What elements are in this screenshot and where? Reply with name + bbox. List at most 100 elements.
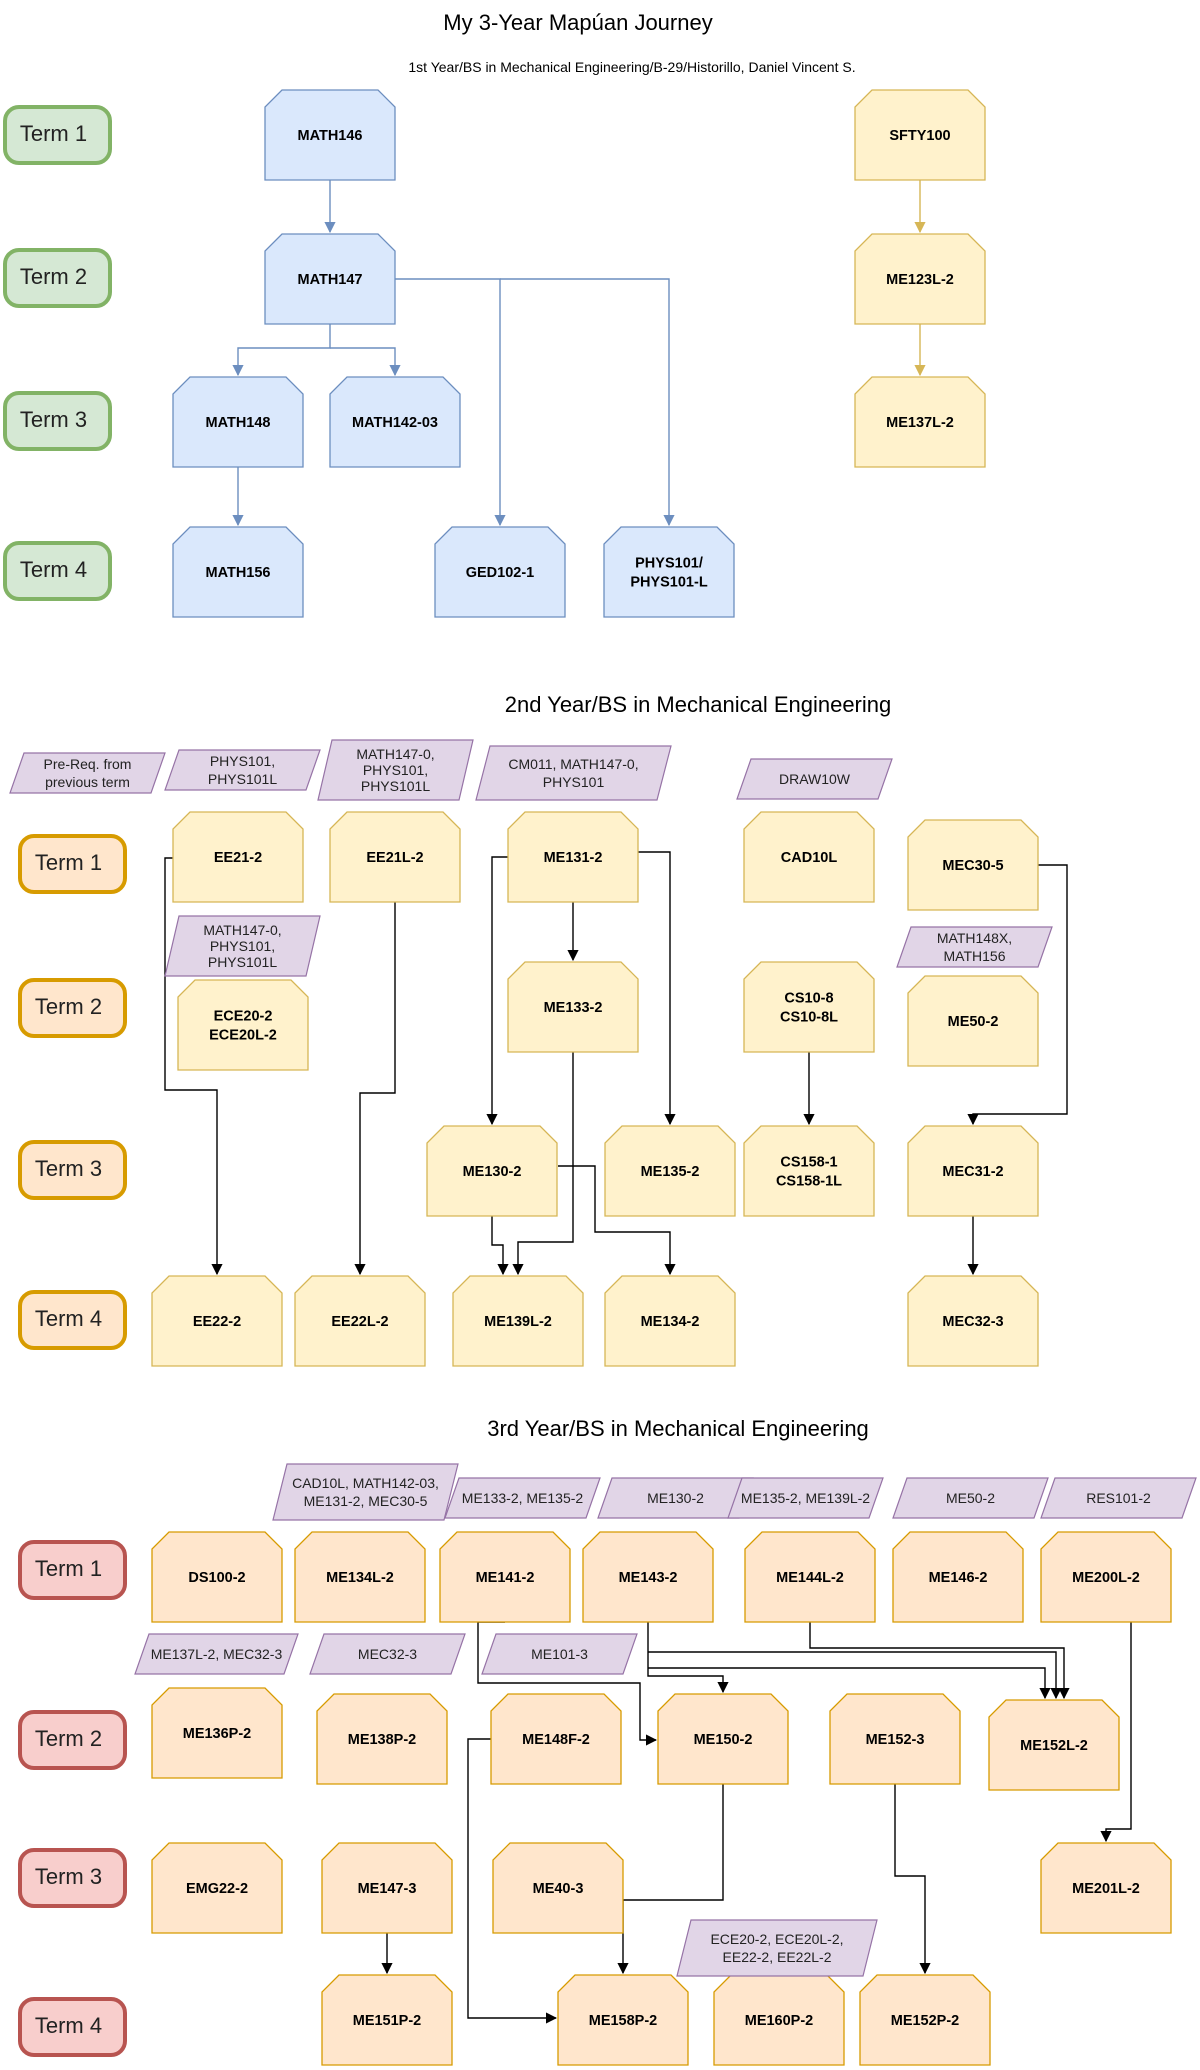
course-node-ged102-1[interactable]: GED102-1 — [434, 526, 566, 618]
prereq-note: PHYS101,PHYS101L — [164, 749, 321, 791]
course-node-ee21-2[interactable]: EE21-2 — [172, 811, 304, 903]
prereq-note: ME130-2 — [597, 1477, 754, 1519]
course-box — [603, 526, 735, 618]
note-label: MATH148X,MATH156 — [937, 930, 1012, 964]
note-shape — [164, 915, 321, 977]
course-box — [151, 1842, 283, 1934]
course-box — [490, 1693, 622, 1785]
note-label: ME130-2 — [647, 1490, 704, 1506]
course-node-me123l-2[interactable]: ME123L-2 — [854, 233, 986, 325]
course-label: ME139L-2 — [484, 1314, 552, 1330]
course-node-ee22-2[interactable]: EE22-2 — [151, 1275, 283, 1367]
course-node-me201l-2[interactable]: ME201L-2 — [1040, 1842, 1172, 1934]
course-node-math142-03[interactable]: MATH142-03 — [329, 376, 461, 468]
course-label: ME133-2 — [544, 1000, 603, 1016]
course-node-me200l-2[interactable]: ME200L-2 — [1040, 1531, 1172, 1623]
term-pill — [18, 1540, 127, 1600]
course-node-math146[interactable]: MATH146 — [264, 89, 396, 181]
course-box — [294, 1531, 426, 1623]
course-node-ds100-2[interactable]: DS100-2 — [151, 1531, 283, 1623]
course-node-math156[interactable]: MATH156 — [172, 526, 304, 618]
course-node-me148f-2[interactable]: ME148F-2 — [490, 1693, 622, 1785]
course-box — [582, 1531, 714, 1623]
course-label: ME152L-2 — [1020, 1738, 1088, 1754]
course-node-me137l-2[interactable]: ME137L-2 — [854, 376, 986, 468]
course-node-me40-3[interactable]: ME40-3 — [492, 1842, 624, 1934]
course-node-me136p-2[interactable]: ME136P-2 — [151, 1687, 283, 1779]
course-node-math147[interactable]: MATH147 — [264, 233, 396, 325]
prereq-arrow — [486, 856, 508, 1126]
course-node-me134l-2[interactable]: ME134L-2 — [294, 1531, 426, 1623]
course-node-mec32-3[interactable]: MEC32-3 — [907, 1275, 1039, 1367]
prereq-arrow — [648, 1651, 1062, 1700]
course-label: ME135-2 — [641, 1164, 700, 1180]
prereq-arrow — [354, 902, 396, 1276]
prereq-note: ME101-3 — [481, 1633, 638, 1675]
course-label: MEC30-5 — [942, 858, 1003, 874]
course-node-ee22l-2[interactable]: EE22L-2 — [294, 1275, 426, 1367]
note-label: PHYS101,PHYS101L — [208, 753, 277, 787]
course-node-math148[interactable]: MATH148 — [172, 376, 304, 468]
section-heading-year1: 1st Year/BS in Mechanical Engineering/B-… — [408, 59, 855, 75]
course-node-mec31-2[interactable]: MEC31-2 — [907, 1125, 1039, 1217]
course-label: ME138P-2 — [348, 1732, 417, 1748]
course-node-phys101-phys101-l[interactable]: PHYS101/PHYS101-L — [603, 526, 735, 618]
course-node-me160p-2[interactable]: ME160P-2 — [713, 1974, 845, 2066]
term-label-term-3: Term 3 — [18, 1140, 127, 1200]
course-node-me144l-2[interactable]: ME144L-2 — [744, 1531, 876, 1623]
course-node-me50-2[interactable]: ME50-2 — [907, 975, 1039, 1067]
term-label-term-4: Term 4 — [3, 541, 112, 601]
note-shape — [896, 926, 1053, 968]
course-node-me152-3[interactable]: ME152-3 — [829, 1693, 961, 1785]
term-label-term-3: Term 3 — [18, 1848, 127, 1908]
course-node-me147-3[interactable]: ME147-3 — [321, 1842, 453, 1934]
course-node-me135-2[interactable]: ME135-2 — [604, 1125, 736, 1217]
course-label: GED102-1 — [466, 565, 535, 581]
course-node-me138p-2[interactable]: ME138P-2 — [316, 1693, 448, 1785]
course-box — [507, 961, 639, 1053]
course-node-me133-2[interactable]: ME133-2 — [507, 961, 639, 1053]
connector-layer — [164, 180, 1132, 2024]
course-label: ME158P-2 — [589, 2013, 658, 2029]
course-node-me151p-2[interactable]: ME151P-2 — [321, 1974, 453, 2066]
course-node-me143-2[interactable]: ME143-2 — [582, 1531, 714, 1623]
course-node-me150-2[interactable]: ME150-2 — [657, 1693, 789, 1785]
course-node-emg22-2[interactable]: EMG22-2 — [151, 1842, 283, 1934]
course-node-me146-2[interactable]: ME146-2 — [892, 1531, 1024, 1623]
course-node-me131-2[interactable]: ME131-2 — [507, 811, 639, 903]
course-node-sfty100[interactable]: SFTY100 — [854, 89, 986, 181]
prereq-note: MATH148X,MATH156 — [896, 926, 1053, 968]
course-label: ME141-2 — [476, 1570, 535, 1586]
term-label-term-4: Term 4 — [18, 1997, 127, 2057]
course-node-me152l-2[interactable]: ME152L-2 — [988, 1699, 1120, 1791]
note-shape — [9, 752, 166, 794]
course-node-me134-2[interactable]: ME134-2 — [604, 1275, 736, 1367]
prereq-arrow — [491, 1216, 509, 1276]
note-label: MATH147-0,PHYS101,PHYS101L — [203, 922, 281, 970]
course-label: MATH156 — [206, 565, 271, 581]
prereq-arrow — [647, 1622, 729, 1694]
course-node-ee21l-2[interactable]: EE21L-2 — [329, 811, 461, 903]
course-node-me130-2[interactable]: ME130-2 — [426, 1125, 558, 1217]
term-pill — [3, 541, 112, 601]
term-text: Term 4 — [35, 2013, 102, 2038]
course-node-me141-2[interactable]: ME141-2 — [439, 1531, 571, 1623]
note-label: MATH147-0,PHYS101,PHYS101L — [356, 746, 434, 794]
course-node-me152p-2[interactable]: ME152P-2 — [859, 1974, 991, 2066]
course-label: ME152-3 — [866, 1732, 925, 1748]
prereq-note: CAD10L, MATH142-03,ME131-2, MEC30-5 — [272, 1463, 459, 1521]
term-pill — [18, 1848, 127, 1908]
course-node-cad10l[interactable]: CAD10L — [743, 811, 875, 903]
prereq-arrow — [164, 857, 223, 1276]
course-node-mec30-5[interactable]: MEC30-5 — [907, 819, 1039, 911]
term-label-term-4: Term 4 — [18, 1290, 127, 1350]
course-node-me158p-2[interactable]: ME158P-2 — [557, 1974, 689, 2066]
course-node-me139l-2[interactable]: ME139L-2 — [452, 1275, 584, 1367]
term-text: Term 2 — [35, 994, 102, 1019]
prereq-note: CM011, MATH147-0,PHYS101 — [475, 745, 672, 801]
